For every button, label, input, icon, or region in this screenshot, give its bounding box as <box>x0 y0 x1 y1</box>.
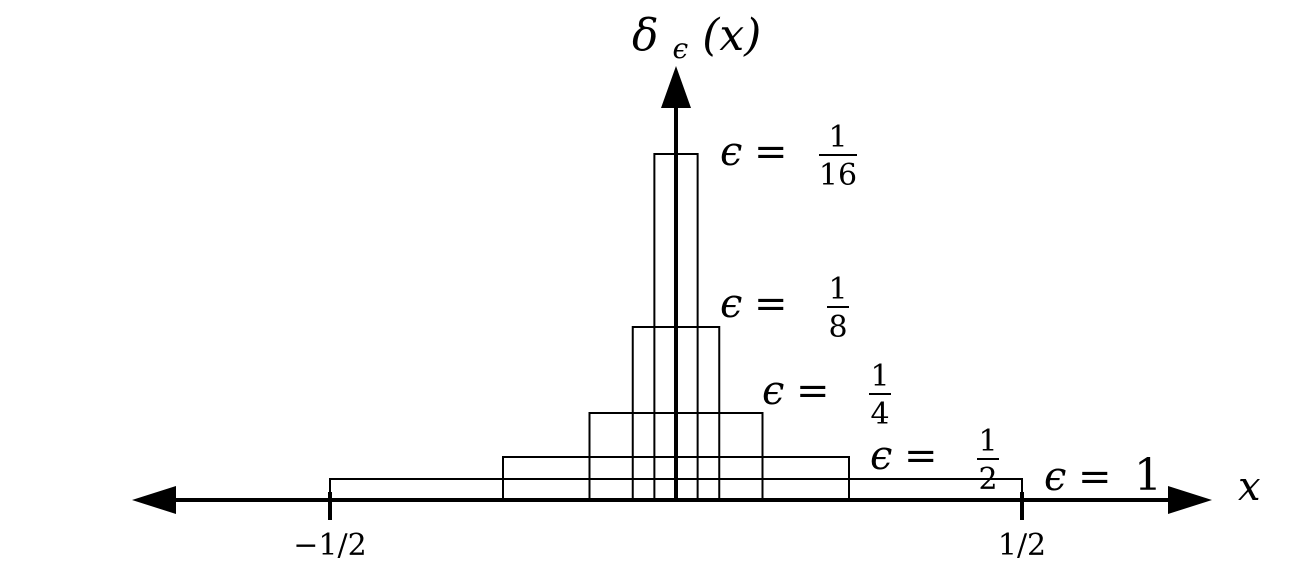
epsilon-label-2: ϵ = 14 <box>762 359 891 432</box>
equals-sign: = <box>754 281 788 327</box>
y-axis-label-argument: (x) <box>702 10 761 61</box>
fraction-numerator: 1 <box>978 424 997 459</box>
epsilon-label-3: ϵ = 18 <box>720 272 849 345</box>
epsilon-symbol: ϵ <box>762 368 784 414</box>
fraction-denominator: 4 <box>870 397 889 432</box>
fraction-denominator: 2 <box>978 462 997 497</box>
fraction-denominator: 16 <box>819 158 857 193</box>
epsilon-value: 1 <box>1134 450 1162 501</box>
fraction-numerator: 1 <box>870 359 889 394</box>
x-ticks: −1/2 1/2 <box>293 492 1046 563</box>
epsilon-label-4: ϵ = 116 <box>720 120 857 193</box>
epsilon-labels: ϵ=1ϵ=12ϵ=14ϵ=18ϵ=116 <box>720 120 1162 501</box>
y-axis-label-symbol: δ <box>632 10 659 61</box>
equals-sign: = <box>754 129 788 175</box>
y-axis: δ ϵ (x) <box>632 10 761 500</box>
x-axis-label: x <box>1238 464 1261 510</box>
x-tick-label-1: 1/2 <box>998 528 1046 563</box>
x-tick-label-0: −1/2 <box>293 528 366 563</box>
x-axis-left-arrow-icon <box>132 486 176 514</box>
fraction-numerator: 1 <box>828 272 847 307</box>
y-axis-label: δ ϵ (x) <box>632 10 761 69</box>
y-axis-label-subscript: ϵ <box>673 32 689 65</box>
y-axis-up-arrow-icon <box>661 66 691 108</box>
x-axis-right-arrow-icon <box>1168 486 1212 514</box>
epsilon-symbol: ϵ <box>870 433 892 479</box>
epsilon-symbol: ϵ <box>1044 454 1066 500</box>
equals-sign: = <box>904 433 938 479</box>
equals-sign: = <box>796 368 830 414</box>
equals-sign: = <box>1078 454 1112 500</box>
epsilon-symbol: ϵ <box>720 129 742 175</box>
epsilon-label-1: ϵ = 12 <box>870 424 999 497</box>
epsilon-label-0: ϵ = 1 <box>1044 450 1162 501</box>
fraction-denominator: 8 <box>828 310 847 345</box>
epsilon-symbol: ϵ <box>720 281 742 327</box>
fraction-numerator: 1 <box>828 120 847 155</box>
